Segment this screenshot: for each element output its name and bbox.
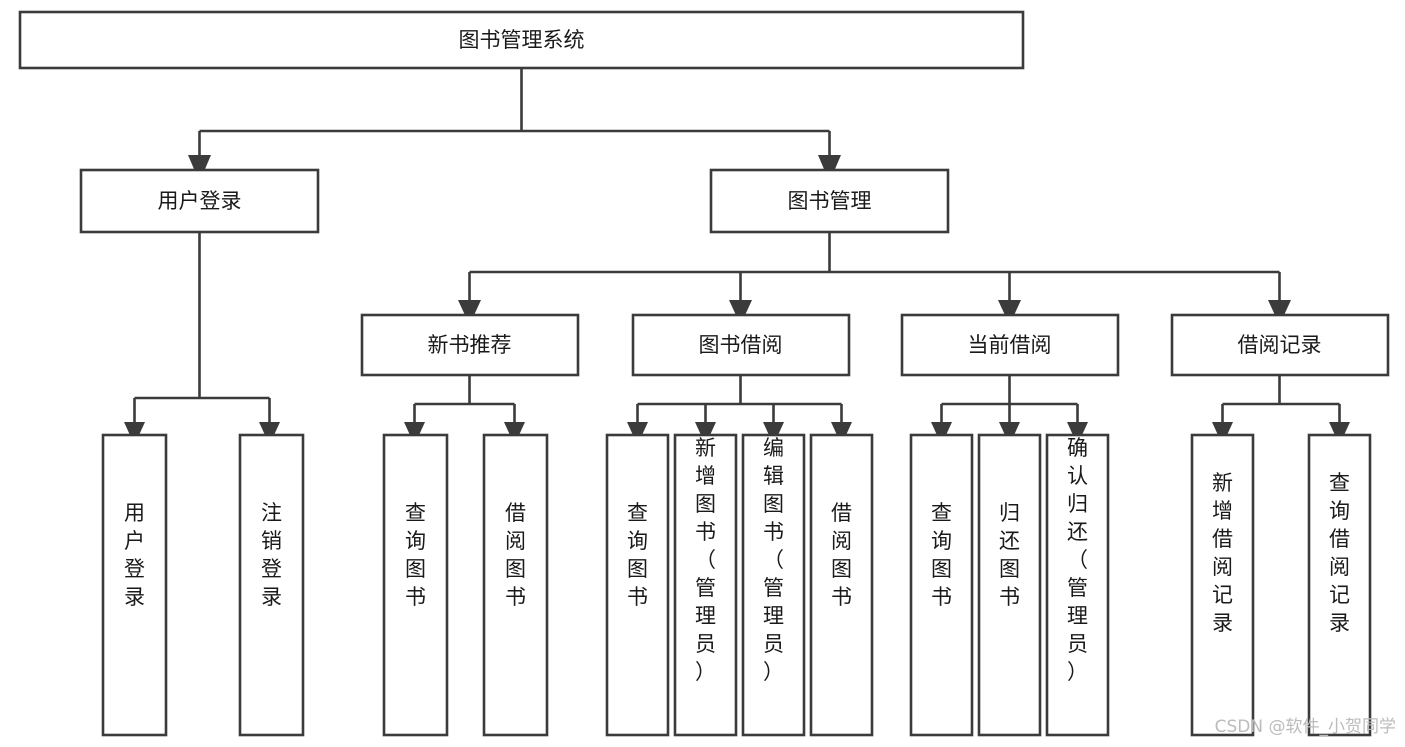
node-leaf-logout-login[interactable]: 注销登录 — [238, 433, 305, 737]
arrowhead-to-leaf-borrow-book-2 — [831, 422, 852, 445]
node-login[interactable]: 用户登录 — [79, 168, 320, 234]
node-current[interactable]: 当前借阅 — [900, 313, 1120, 377]
csdn-watermark: CSDN @软件_小贺同学 — [1215, 717, 1396, 737]
node-leaf-add-record-box[interactable] — [1190, 433, 1255, 737]
node-leaf-return-book[interactable]: 归还图书 — [977, 433, 1042, 737]
node-leaf-query-book-2-label: 查询图书 — [627, 501, 648, 609]
node-leaf-add-record[interactable]: 新增借阅记录 — [1190, 433, 1255, 737]
node-leaf-edit-book-label: 编辑图书（管理员） — [763, 436, 784, 684]
node-newbook-box[interactable] — [360, 313, 580, 377]
arrowhead-to-login — [188, 155, 211, 182]
node-leaf-query-record-box[interactable] — [1307, 433, 1372, 737]
node-root[interactable]: 图书管理系统 — [18, 10, 1025, 70]
node-leaf-query-book-3-box[interactable] — [909, 433, 974, 737]
arrowhead-layer — [124, 155, 1350, 445]
node-leaf-edit-book[interactable]: 编辑图书（管理员） — [741, 433, 806, 737]
arrowhead-to-leaf-user-login — [124, 422, 145, 445]
node-leaf-add-book-box[interactable] — [673, 433, 738, 737]
node-leaf-borrow-book-2[interactable]: 借阅图书 — [809, 433, 874, 737]
node-login-box[interactable] — [79, 168, 320, 234]
node-borrow-label: 图书借阅 — [699, 333, 783, 357]
node-leaf-query-book-1[interactable]: 查询图书 — [382, 433, 449, 737]
node-leaf-add-record-label: 新增借阅记录 — [1212, 471, 1233, 635]
node-borrow-box[interactable] — [631, 313, 851, 377]
node-leaf-query-book-2[interactable]: 查询图书 — [605, 433, 670, 737]
arrowhead-to-leaf-query-book-1 — [404, 422, 425, 445]
node-records-box[interactable] — [1170, 313, 1390, 377]
node-login-label: 用户登录 — [158, 189, 242, 213]
node-leaf-user-login-box[interactable] — [101, 433, 168, 737]
node-leaf-return-book-box[interactable] — [977, 433, 1042, 737]
arrowhead-to-bookmgmt — [818, 155, 841, 182]
node-leaf-query-book-1-label: 查询图书 — [405, 501, 426, 609]
node-records[interactable]: 借阅记录 — [1170, 313, 1390, 377]
arrowhead-to-leaf-query-book-2 — [627, 422, 648, 445]
node-leaf-borrow-book-2-label: 借阅图书 — [831, 501, 852, 609]
node-records-label: 借阅记录 — [1238, 333, 1322, 357]
arrowhead-to-leaf-edit-book — [763, 422, 784, 445]
node-root-label: 图书管理系统 — [459, 28, 585, 52]
node-leaf-borrow-book-1-label: 借阅图书 — [505, 501, 526, 609]
node-bookmgmt-label: 图书管理 — [788, 189, 872, 213]
node-leaf-logout-login-box[interactable] — [238, 433, 305, 737]
node-leaf-query-book-3-label: 查询图书 — [931, 501, 952, 609]
node-leaf-query-book-2-box[interactable] — [605, 433, 670, 737]
arrowhead-to-newbook — [458, 300, 481, 325]
arrowhead-to-leaf-add-record — [1212, 422, 1233, 445]
arrowhead-to-leaf-return-book — [999, 422, 1020, 445]
node-leaf-add-book[interactable]: 新增图书（管理员） — [673, 433, 738, 737]
node-root-box[interactable] — [18, 10, 1025, 70]
node-bookmgmt-box[interactable] — [709, 168, 950, 234]
arrowhead-to-current — [998, 300, 1021, 325]
node-leaf-confirm-return-box[interactable] — [1045, 433, 1110, 737]
node-leaf-logout-login-label: 注销登录 — [261, 501, 282, 609]
node-leaf-borrow-book-1[interactable]: 借阅图书 — [482, 433, 549, 737]
node-leaf-query-record[interactable]: 查询借阅记录 — [1307, 433, 1372, 737]
node-leaf-borrow-book-2-box[interactable] — [809, 433, 874, 737]
arrowhead-to-leaf-borrow-book-1 — [504, 422, 525, 445]
arrowhead-to-leaf-add-book — [695, 422, 716, 445]
arrowhead-to-leaf-query-record — [1329, 422, 1350, 445]
arrowhead-to-records — [1268, 300, 1291, 325]
node-current-box[interactable] — [900, 313, 1120, 377]
node-borrow[interactable]: 图书借阅 — [631, 313, 851, 377]
node-leaf-user-login-label: 用户登录 — [124, 501, 145, 609]
node-leaf-query-record-label: 查询借阅记录 — [1329, 471, 1350, 635]
node-leaf-borrow-book-1-box[interactable] — [482, 433, 549, 737]
arrowhead-to-borrow — [729, 300, 752, 325]
arrowhead-to-leaf-query-book-3 — [931, 422, 952, 445]
arrowhead-to-leaf-confirm-return — [1067, 422, 1088, 445]
node-bookmgmt[interactable]: 图书管理 — [709, 168, 950, 234]
node-leaf-query-book-1-box[interactable] — [382, 433, 449, 737]
node-leaf-edit-book-box[interactable] — [741, 433, 806, 737]
node-leaf-return-book-label: 归还图书 — [999, 501, 1020, 609]
node-newbook-label: 新书推荐 — [428, 333, 512, 357]
node-leaf-user-login[interactable]: 用户登录 — [101, 433, 168, 737]
node-current-label: 当前借阅 — [968, 333, 1052, 357]
connector-layer — [133, 68, 1341, 422]
node-newbook[interactable]: 新书推荐 — [360, 313, 580, 377]
arrowhead-to-leaf-logout-login — [259, 422, 280, 445]
node-leaf-add-book-label: 新增图书（管理员） — [695, 436, 716, 684]
node-leaf-confirm-return[interactable]: 确认归还（管理员） — [1045, 433, 1110, 737]
node-leaf-query-book-3[interactable]: 查询图书 — [909, 433, 974, 737]
node-leaf-confirm-return-label: 确认归还（管理员） — [1067, 436, 1088, 684]
